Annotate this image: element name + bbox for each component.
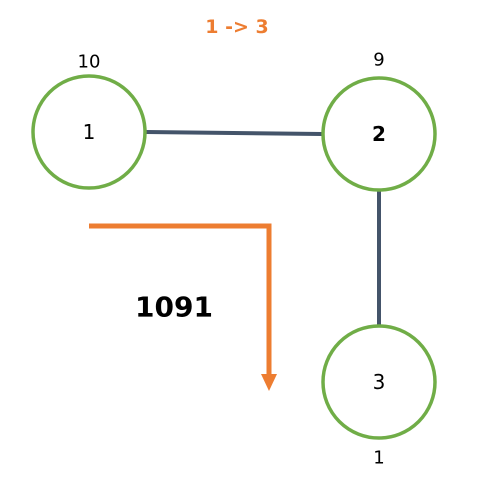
node-2-label: 2 [372, 122, 386, 146]
node-2: 2 9 [321, 50, 437, 192]
total-label: 1091 [135, 291, 213, 324]
node-1-circle [31, 74, 147, 190]
arrow-head-icon [261, 374, 277, 391]
node-3-circle [321, 324, 437, 440]
node-1: 1 10 [31, 52, 147, 190]
edge-1-2 [145, 130, 323, 136]
node-2-circle [321, 76, 437, 192]
path-label: 1 -> 3 [205, 16, 268, 38]
node-1-weight: 10 [78, 52, 101, 73]
node-3: 3 1 [321, 324, 437, 469]
node-3-label: 3 [373, 370, 386, 394]
node-2-weight: 9 [373, 50, 384, 71]
path-arrow [89, 223, 277, 391]
node-3-weight: 1 [373, 448, 384, 469]
path-arrow-line [89, 223, 272, 376]
node-1-label: 1 [83, 120, 96, 144]
